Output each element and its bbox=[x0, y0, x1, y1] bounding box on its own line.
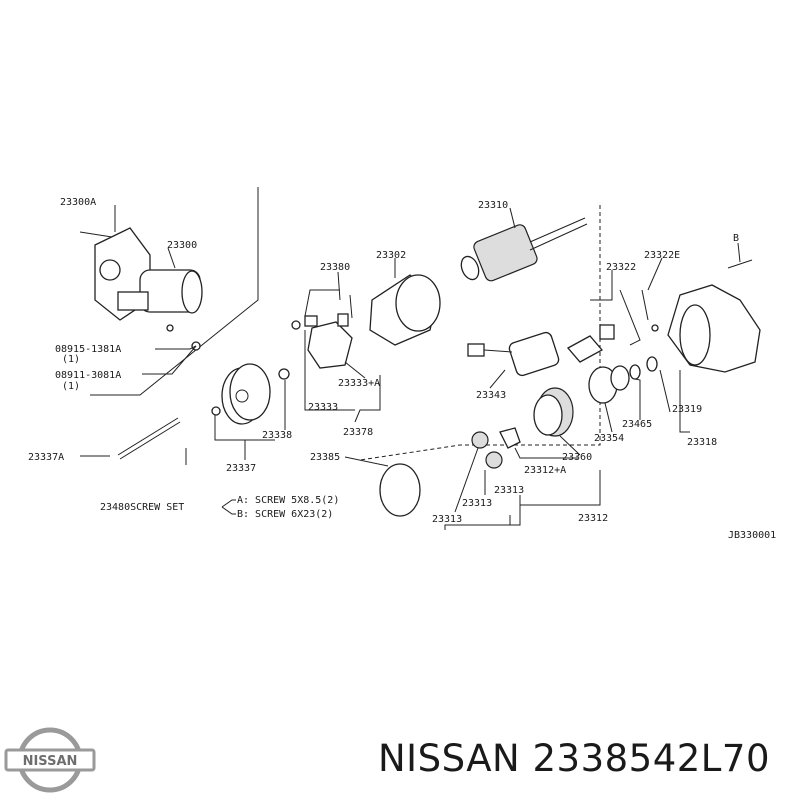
yoke-part bbox=[369, 262, 441, 346]
gear-parts bbox=[471, 427, 521, 469]
callout-23322e: 23322E bbox=[644, 250, 680, 261]
callout-23480-screw-set: 23480SCREW SET bbox=[100, 502, 184, 513]
callout-08911-qty: (1) bbox=[62, 381, 80, 392]
diagram-id: JB330001 bbox=[728, 530, 776, 541]
callout-23312: 23312 bbox=[578, 513, 608, 524]
callout-23313-middle: 23313 bbox=[462, 498, 492, 509]
callout-23385: 23385 bbox=[310, 452, 340, 463]
callout-23318: 23318 bbox=[687, 437, 717, 448]
gasket-part bbox=[379, 463, 421, 517]
callout-b: B bbox=[733, 233, 739, 244]
callout-23322: 23322 bbox=[606, 262, 636, 273]
nissan-logo: NISSAN bbox=[4, 727, 96, 793]
callout-23319: 23319 bbox=[672, 404, 702, 415]
callout-23302: 23302 bbox=[376, 250, 406, 261]
callout-23378: 23378 bbox=[343, 427, 373, 438]
callout-08915-qty: (1) bbox=[62, 354, 80, 365]
callout-23310: 23310 bbox=[478, 200, 508, 211]
brush-holder-part bbox=[291, 294, 353, 369]
shift-lever-part bbox=[566, 289, 659, 363]
callout-23343: 23343 bbox=[476, 390, 506, 401]
rear-cover-part bbox=[117, 363, 290, 465]
callout-23300a: 23300A bbox=[60, 197, 96, 208]
logo-wordmark: NISSAN bbox=[23, 754, 78, 769]
callout-23337a: 23337A bbox=[28, 452, 64, 463]
callout-23360: 23360 bbox=[562, 452, 592, 463]
part-number: 2338542L70 bbox=[532, 737, 770, 780]
pinion-part bbox=[588, 365, 630, 404]
callout-08915: 08915-1381A bbox=[55, 344, 121, 355]
screw-b-spec: B: SCREW 6X23(2) bbox=[237, 509, 333, 520]
callout-23333a: 23333+A bbox=[338, 378, 380, 389]
callout-23313-lower: 23313 bbox=[432, 514, 462, 525]
callout-23300: 23300 bbox=[167, 240, 197, 251]
callout-23465: 23465 bbox=[622, 419, 652, 430]
callout-23312a: 23312+A bbox=[524, 465, 566, 476]
front-housing-part bbox=[667, 284, 761, 373]
callout-23380: 23380 bbox=[320, 262, 350, 273]
solenoid-part bbox=[467, 331, 560, 377]
starter-assembly-part bbox=[79, 227, 203, 351]
callout-08911: 08911-3081A bbox=[55, 370, 121, 381]
snap-ring-part bbox=[646, 356, 658, 372]
brand-name: NISSAN bbox=[378, 737, 521, 780]
callout-23313-upper: 23313 bbox=[494, 485, 524, 496]
stop-ring-part bbox=[629, 364, 641, 380]
armature-part bbox=[460, 217, 588, 282]
callout-23337: 23337 bbox=[226, 463, 256, 474]
callout-23333: 23333 bbox=[308, 402, 338, 413]
screw-a-spec: A: SCREW 5X8.5(2) bbox=[237, 495, 339, 506]
callout-23338: 23338 bbox=[262, 430, 292, 441]
overrunning-clutch-part bbox=[533, 387, 574, 437]
part-caption: NISSAN 2338542L70 bbox=[378, 737, 770, 780]
bolt-b-part bbox=[727, 259, 753, 269]
callout-23354: 23354 bbox=[594, 433, 624, 444]
